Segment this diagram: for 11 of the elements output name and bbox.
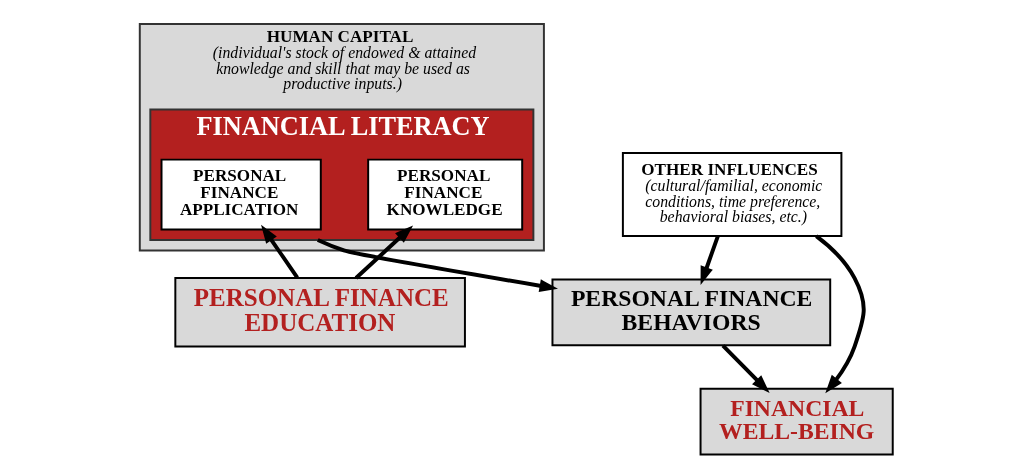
node-box: PERSONAL FINANCE EDUCATION xyxy=(173,277,466,348)
node-box: PERSONAL FINANCE BEHAVIORS xyxy=(550,278,831,347)
arrow xyxy=(814,234,866,394)
arrow xyxy=(721,344,770,393)
node-box: PERSONAL FINANCE KNOWLEDGE xyxy=(366,158,523,231)
arrow xyxy=(700,235,720,285)
node-box: OTHER INFLUENCES (cultural/familial, economic conditions, time preference, behavioral biases, etc.) xyxy=(621,152,842,237)
arrow xyxy=(316,238,558,293)
node-box: PERSONAL FINANCE APPLICATION xyxy=(160,158,322,231)
arrow xyxy=(260,224,299,279)
node-box: FINANCIAL WELL-BEING xyxy=(699,387,894,456)
